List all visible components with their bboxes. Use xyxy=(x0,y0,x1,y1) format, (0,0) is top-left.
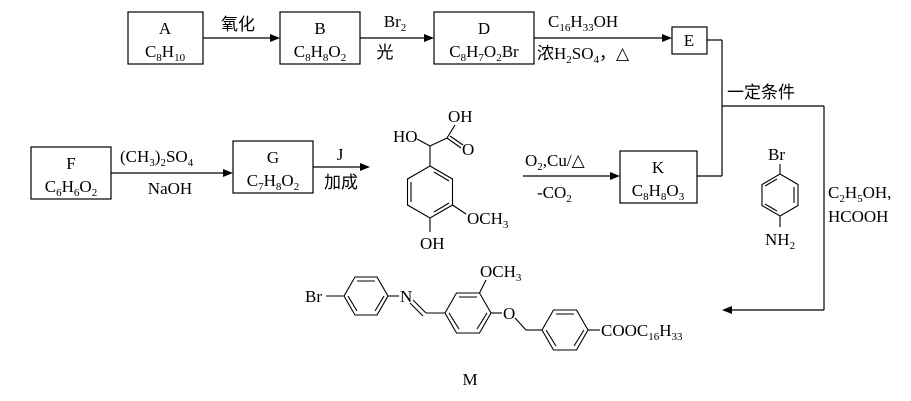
box-B-formula: C8H8O2 xyxy=(294,42,346,64)
condition-ethanol: C2H5OH, xyxy=(828,183,891,205)
product-ester: COOC16H33 xyxy=(601,321,683,343)
box-E: E xyxy=(671,26,708,55)
box-K-formula: C8H8O3 xyxy=(632,181,685,203)
box-G-formula: C7H8O2 xyxy=(247,171,299,193)
arrow-g-to-j: J 加成 xyxy=(313,145,370,192)
box-A-letter: A xyxy=(159,19,172,38)
structure-bromoaniline: Br NH2 xyxy=(761,145,799,252)
structure-mandelic-acid: HO OH O OCH3 OH xyxy=(393,107,509,253)
arrow-d-to-e: C16H33OH 浓H2SO4，△ xyxy=(534,12,672,66)
arrow-to-k: O2,Cu/△ -CO2 xyxy=(523,151,620,205)
product-och3: OCH3 xyxy=(480,262,522,284)
arrow-b-to-d: Br2 光 xyxy=(360,12,434,62)
mandelic-phenol-oh: OH xyxy=(420,234,445,253)
box-E-letter: E xyxy=(684,31,694,50)
box-F: F C6H6O2 xyxy=(30,146,112,200)
bromoaniline-nh2: NH2 xyxy=(765,230,795,252)
condition-decarboxylation: -CO2 xyxy=(537,183,572,205)
mandelic-carboxyl-oh: OH xyxy=(448,107,473,126)
condition-oxidation: 氧化 xyxy=(221,15,255,34)
box-A-formula: C8H10 xyxy=(145,42,186,64)
join-lines: 一定条件 C2H5OH, HCOOH xyxy=(697,39,891,314)
mandelic-carbonyl-o: O xyxy=(462,140,474,159)
box-B-letter: B xyxy=(314,19,325,38)
box-G-letter: G xyxy=(267,148,279,167)
condition-light: 光 xyxy=(377,43,394,62)
condition-oxidation-cu: O2,Cu/△ xyxy=(525,151,586,173)
arrow-a-to-b: 氧化 xyxy=(203,15,280,42)
condition-naoh: NaOH xyxy=(148,179,192,198)
box-K-letter: K xyxy=(652,158,665,177)
box-F-formula: C6H6O2 xyxy=(45,177,97,199)
product-ether-o: O xyxy=(503,304,515,323)
condition-br2: Br2 xyxy=(384,12,407,34)
condition-addition: 加成 xyxy=(324,173,358,192)
structure-product-m: Br N OCH3 O COOC16H33 M xyxy=(305,262,683,389)
mandelic-och3-label: OCH3 xyxy=(467,209,509,231)
box-D: D C8H7O2Br xyxy=(433,11,535,65)
product-br: Br xyxy=(305,287,322,306)
box-K: K C8H8O3 xyxy=(619,150,698,204)
condition-formic-acid: HCOOH xyxy=(828,207,888,226)
mandelic-ho-label: HO xyxy=(393,127,418,146)
box-B: B C8H8O2 xyxy=(279,11,361,65)
arrow-f-to-g: (CH3)2SO4 NaOH xyxy=(111,147,233,198)
bromoaniline-br: Br xyxy=(768,145,785,164)
condition-sulfuric-acid: 浓H2SO4，△ xyxy=(537,44,630,66)
box-D-formula: C8H7O2Br xyxy=(449,42,519,64)
box-G: G C7H8O2 xyxy=(232,140,314,194)
box-F-letter: F xyxy=(66,154,75,173)
box-A: A C8H10 xyxy=(127,11,204,65)
condition-hexadecanol: C16H33OH xyxy=(548,12,618,34)
condition-j: J xyxy=(337,145,344,164)
product-m-label: M xyxy=(462,370,477,389)
condition-dimethyl-sulfate: (CH3)2SO4 xyxy=(120,147,194,169)
box-D-letter: D xyxy=(478,19,490,38)
condition-certain-conditions: 一定条件 xyxy=(727,83,795,102)
product-imine-n: N xyxy=(400,287,412,306)
